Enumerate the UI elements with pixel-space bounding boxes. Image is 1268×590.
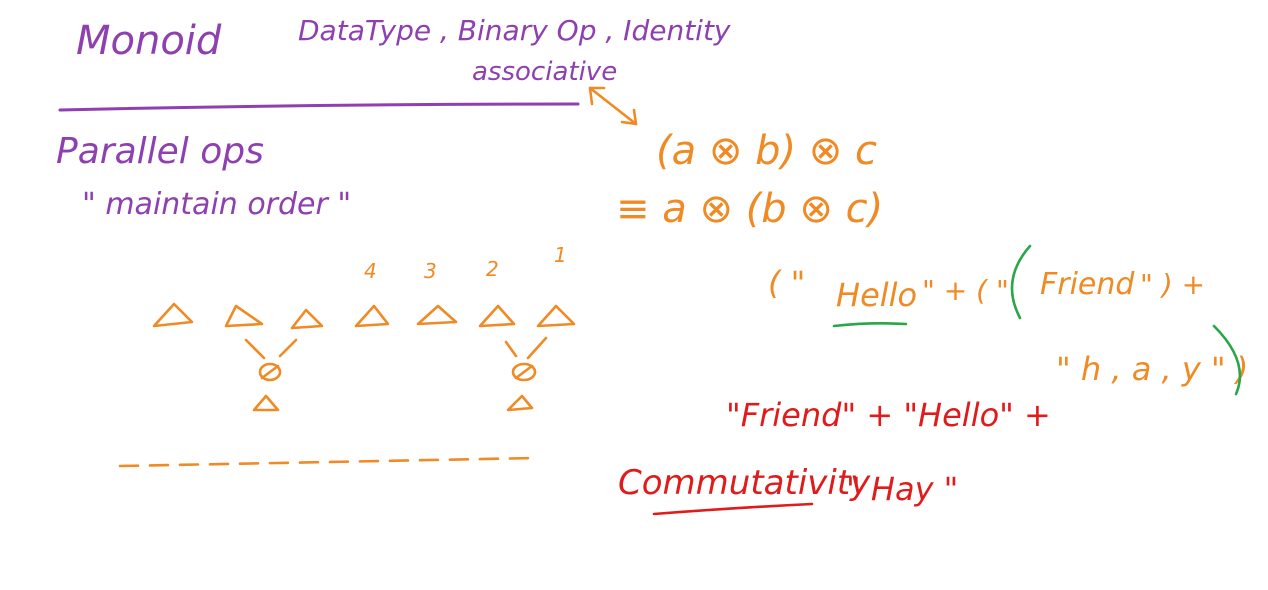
- triangle-icon: [290, 308, 324, 330]
- monoid-title: Monoid: [76, 18, 222, 64]
- index-label: 1: [554, 243, 567, 267]
- triangle-icon: [506, 394, 534, 412]
- concat-example: ( " Hello " + ( " Friend " ) + " h , a ,…: [768, 244, 1248, 396]
- combine-op-icon: [258, 362, 282, 382]
- element-triangles: [152, 302, 576, 330]
- dashed-line: [118, 456, 538, 468]
- triangle-icon: [354, 304, 390, 328]
- hello-underline: [832, 322, 908, 328]
- maintain-order-label: " maintain order ": [82, 187, 351, 222]
- commutativity-label: Commutativity: [618, 463, 871, 503]
- parallel-ops-title: Parallel ops: [56, 131, 264, 172]
- hello-word: Hello: [836, 276, 917, 314]
- hay-chars: " h , a , y " ): [1056, 350, 1248, 388]
- triangle-icon: [152, 302, 194, 328]
- associative-arrow: [588, 86, 638, 126]
- swapped-expression: "Friend" + "Hello" +: [726, 396, 1051, 434]
- combine-tree-right: [504, 336, 548, 412]
- monoid-components: DataType , Binary Op , Identity: [298, 14, 731, 47]
- associative-label: associative: [472, 57, 617, 87]
- example-end: " ) +: [1140, 268, 1205, 301]
- triangle-icon: [478, 304, 516, 328]
- divider-line: [58, 102, 580, 112]
- index-labels: 4 3 2 1: [364, 243, 567, 283]
- index-label: 2: [486, 257, 499, 281]
- index-label: 4: [364, 259, 377, 283]
- friend-word: Friend: [1040, 267, 1135, 302]
- triangle-icon: [416, 304, 458, 326]
- combine-op-icon: [511, 362, 537, 382]
- triangle-icon: [252, 394, 280, 412]
- green-paren-open: [1010, 244, 1032, 320]
- hay-word: " Hay ": [846, 470, 958, 508]
- index-label: 3: [424, 259, 437, 283]
- triangle-icon: [536, 304, 576, 328]
- example-open: ( ": [768, 264, 805, 302]
- assoc-rhs: ≡ a ⊗ (b ⊗ c): [616, 186, 883, 232]
- assoc-lhs: (a ⊗ b) ⊗ c: [656, 128, 877, 174]
- commutativity-underline: [652, 502, 814, 516]
- combine-tree-left: [244, 338, 298, 412]
- example-mid: " + ( ": [922, 274, 1009, 307]
- triangle-icon: [224, 304, 264, 328]
- green-paren-close: [1212, 324, 1242, 396]
